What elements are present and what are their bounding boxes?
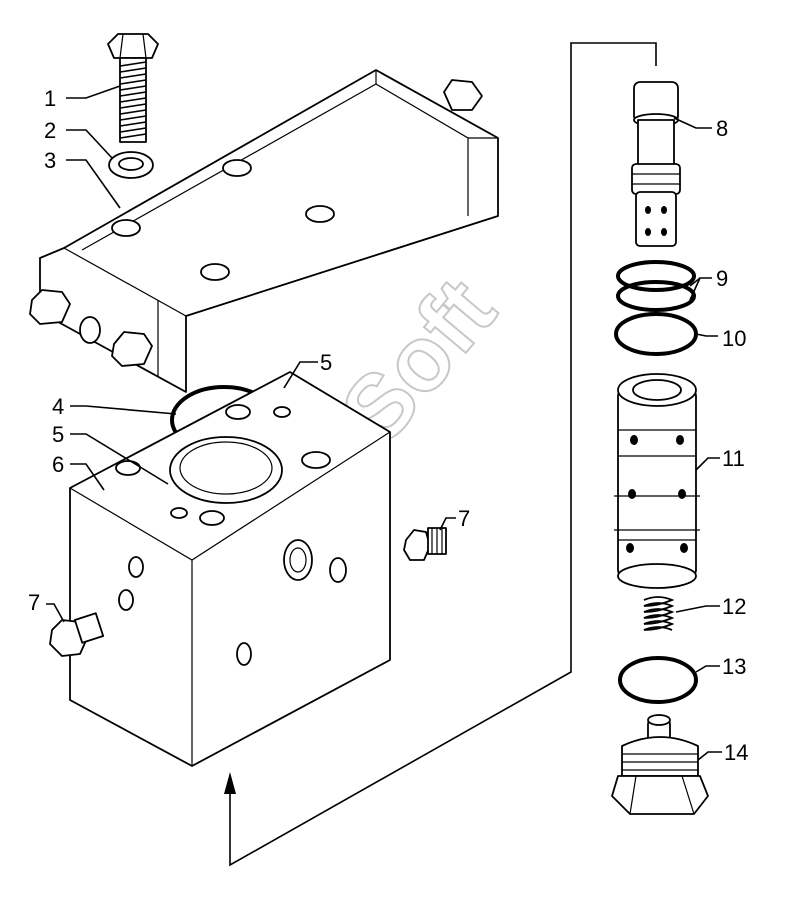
callout-1: 1: [44, 86, 56, 111]
part-spring: [643, 596, 675, 631]
callout-2: 2: [44, 118, 56, 143]
callout-14: 14: [724, 740, 748, 765]
part-o-ring-10: [614, 312, 698, 356]
callout-4: 4: [52, 394, 64, 419]
arrow-up-icon: [224, 772, 236, 794]
part-lock-washer: [108, 151, 154, 179]
callout-5-bottom: 5: [52, 422, 64, 447]
callout-6: 6: [52, 452, 64, 477]
callout-8: 8: [716, 116, 728, 141]
part-spool: [631, 81, 681, 247]
callout-7-right: 7: [458, 506, 470, 531]
part-plug-cap: [611, 714, 709, 815]
callout-3: 3: [44, 148, 56, 173]
callout-10: 10: [722, 326, 746, 351]
part-manifold-block: [69, 371, 391, 767]
callout-labels: 1 2 3 4 5 5 6 7 7 8 9 10 11 12 13 14: [28, 86, 748, 765]
callout-11: 11: [722, 446, 745, 471]
callout-9: 9: [716, 266, 728, 291]
callout-5-top: 5: [320, 350, 332, 375]
assembly-path-line: [224, 42, 657, 867]
callout-13: 13: [722, 654, 746, 679]
callout-7-left: 7: [28, 590, 40, 615]
part-sleeve: [614, 373, 700, 589]
part-bolt: [107, 33, 159, 143]
part-plugs: [49, 527, 447, 657]
callout-12: 12: [722, 594, 746, 619]
part-backup-rings: [616, 260, 696, 312]
leader-lines: [46, 85, 722, 761]
part-o-ring-13: [618, 656, 698, 704]
part-valve-body: [29, 69, 499, 393]
